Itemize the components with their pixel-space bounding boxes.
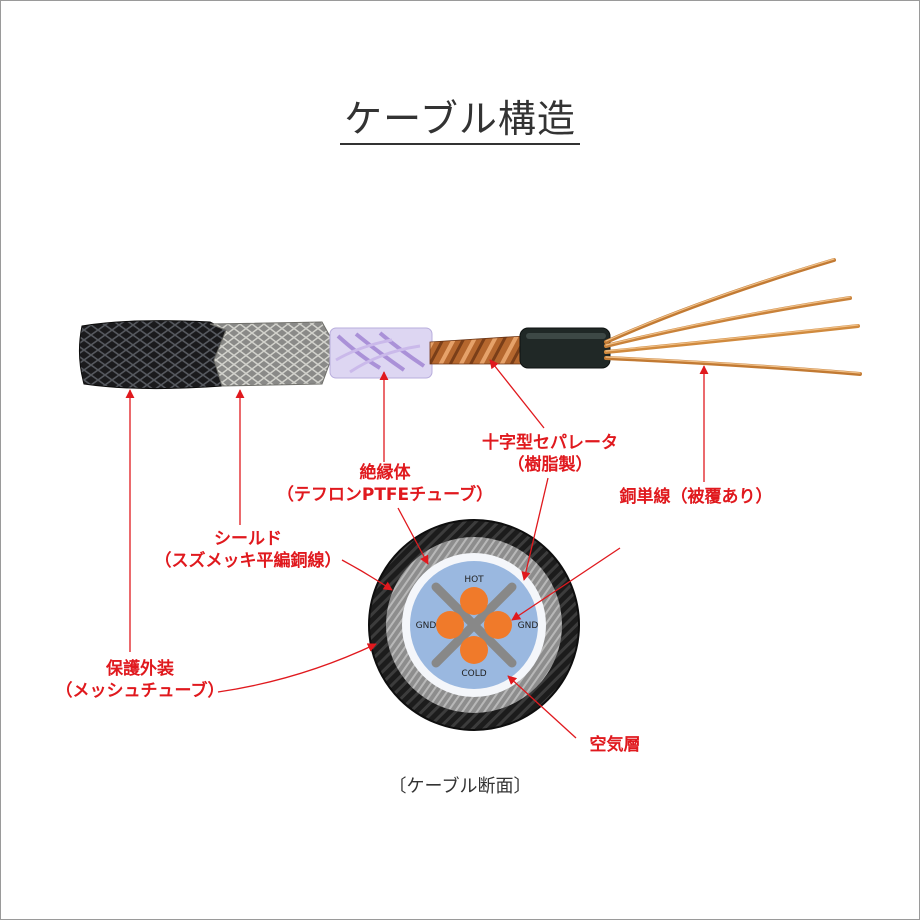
conductor-hot xyxy=(460,587,488,615)
conductor-gnd-right xyxy=(484,611,512,639)
label-separator-line1: 十字型セパレータ xyxy=(482,433,618,453)
label-copper-wire-text: 銅単線（被覆あり） xyxy=(619,487,773,507)
label-outer-jacket: 保護外装 （メッシュチューブ） xyxy=(40,658,240,702)
cross-section-caption: 〔ケーブル断面〕 xyxy=(388,776,532,797)
copper-wires-fan xyxy=(604,258,862,376)
arrow-shield-section xyxy=(341,559,393,591)
arrow-air-layer xyxy=(507,675,577,739)
label-insulator: 絶縁体 （テフロンPTFEチューブ） xyxy=(270,462,500,506)
label-outer-jacket-line1: 保護外装 xyxy=(106,659,174,679)
cross-section: HOT COLD GND GND xyxy=(368,519,580,731)
label-air-layer: 空気層 xyxy=(560,734,670,756)
conductor-gnd-left xyxy=(436,611,464,639)
label-shield-line2: （スズメッキ平編銅線） xyxy=(154,551,342,571)
label-separator-line2: （樹脂製） xyxy=(507,455,593,475)
shield-braid-segment xyxy=(209,321,333,387)
label-separator: 十字型セパレータ （樹脂製） xyxy=(460,432,640,476)
twisted-conductor-segment xyxy=(429,335,525,365)
label-shield: シールド （スズメッキ平編銅線） xyxy=(138,528,358,572)
arrow-copper-section xyxy=(511,547,621,621)
gnd-right-label: GND xyxy=(518,621,539,631)
label-air-layer-text: 空気層 xyxy=(589,735,641,755)
diagram-title: ケーブル構造 xyxy=(0,88,920,145)
arrow-separator-photo xyxy=(489,359,545,429)
label-insulator-line1: 絶縁体 xyxy=(359,463,411,483)
label-copper-wire: 銅単線（被覆あり） xyxy=(596,486,796,508)
title-text: ケーブル構造 xyxy=(340,97,580,145)
label-outer-jacket-line2: （メッシュチューブ） xyxy=(55,681,225,701)
label-insulator-line2: （テフロンPTFEチューブ） xyxy=(276,485,494,505)
conductor-cold xyxy=(460,636,488,664)
leader-lines xyxy=(125,359,709,739)
label-shield-line1: シールド xyxy=(214,529,282,549)
cable-side-view xyxy=(78,258,862,390)
hot-label: HOT xyxy=(464,575,484,585)
outer-jacket-segment xyxy=(78,320,227,390)
arrow-separator-section xyxy=(521,477,549,581)
cold-label: COLD xyxy=(461,669,486,679)
arrow-jacket-section xyxy=(217,643,377,693)
gnd-left-label: GND xyxy=(416,621,437,631)
arrow-insulator-section xyxy=(397,507,429,565)
separator-arm-b xyxy=(431,582,517,668)
